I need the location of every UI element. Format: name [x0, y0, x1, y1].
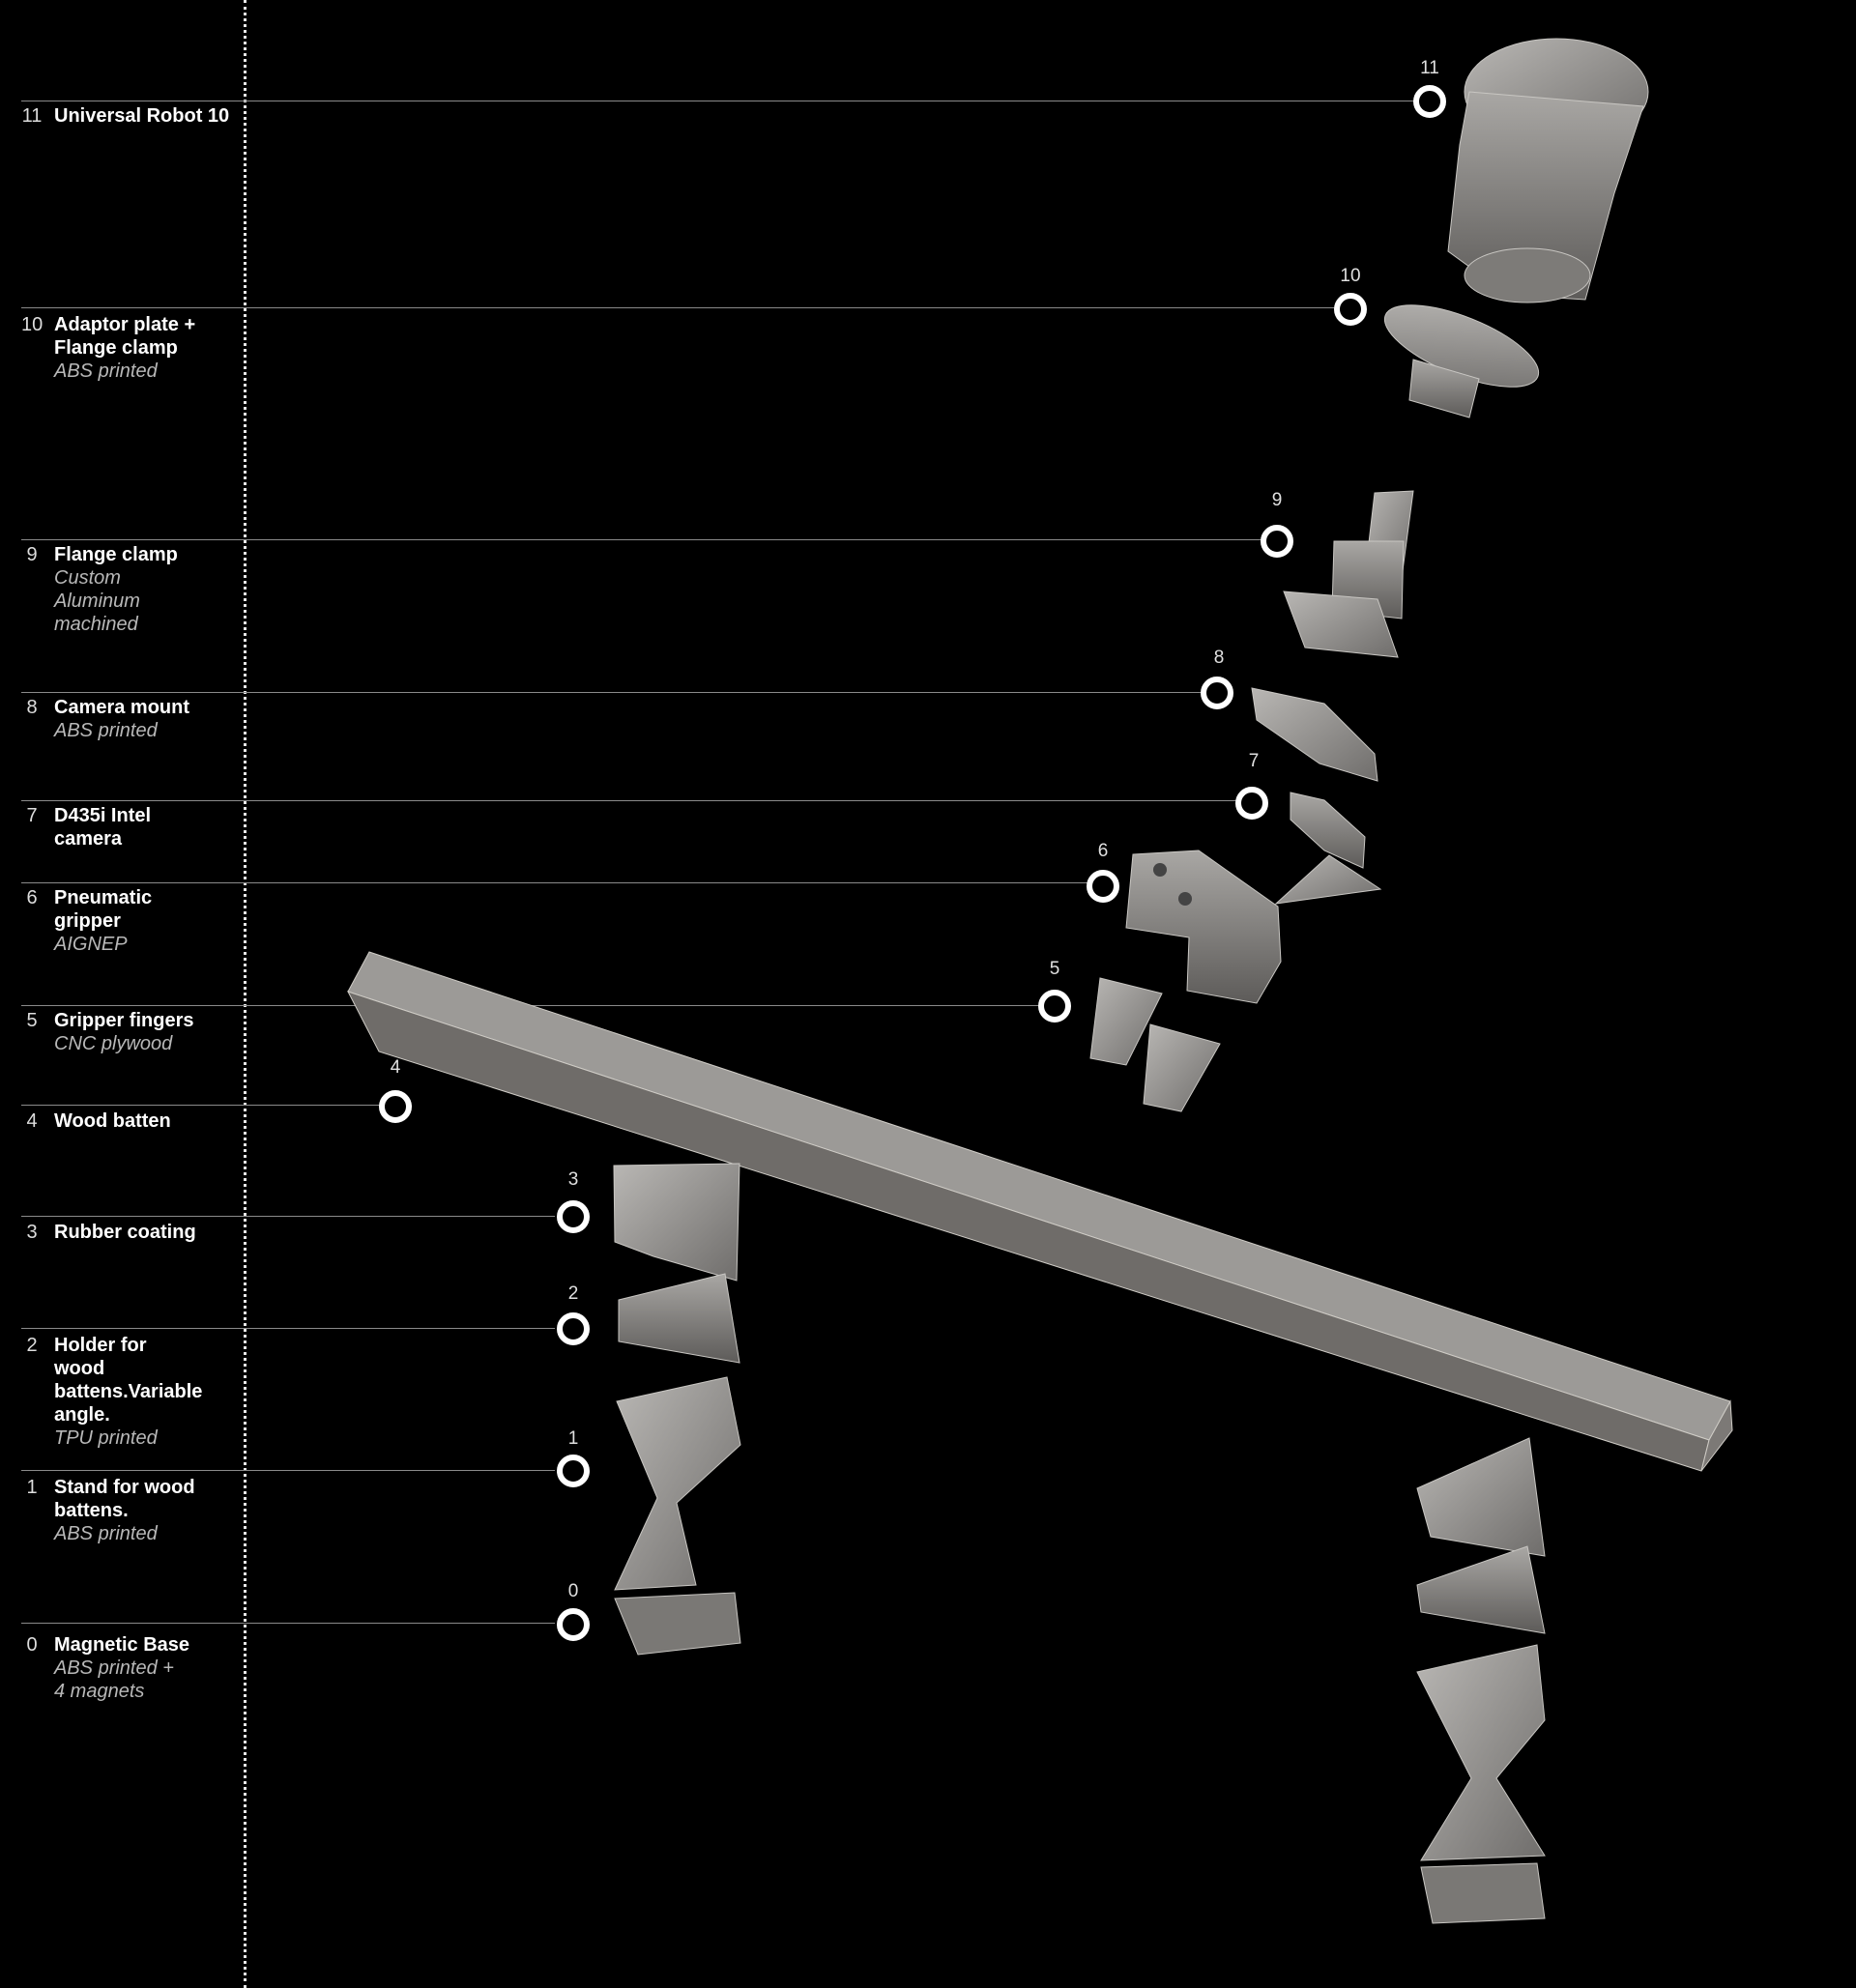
component-note: ABS printed + 4 magnets [54, 1657, 174, 1702]
component-name: Stand for wood battens. [54, 1477, 195, 1521]
marker-7 [1235, 787, 1268, 820]
leader-line-8 [21, 692, 1214, 693]
component-label-3: 3 Rubber coating [21, 1221, 244, 1244]
camera-mount-part [1251, 687, 1378, 782]
gripper-fingers-part [1089, 977, 1221, 1112]
component-note: Custom Aluminum machined [54, 567, 140, 635]
component-number: 3 [26, 1222, 38, 1243]
leader-line-4 [21, 1105, 383, 1106]
marker-number-5: 5 [1049, 959, 1060, 979]
leader-line-6 [21, 882, 1102, 883]
component-note: TPU printed [54, 1427, 158, 1449]
stand-left-part [613, 1163, 741, 1656]
component-label-11: 11 Universal Robot 10 [21, 104, 244, 128]
marker-3 [557, 1200, 590, 1233]
component-note: CNC plywood [54, 1033, 173, 1054]
marker-number-7: 7 [1248, 751, 1260, 771]
component-name: Magnetic Base [54, 1634, 190, 1656]
component-number: 11 [21, 105, 43, 127]
flange-clamp-part [1283, 490, 1414, 658]
universal-robot-part [1447, 38, 1649, 303]
leader-line-9 [21, 539, 1274, 540]
component-label-9: 9 Flange clamp Custom Aluminum machined [21, 543, 244, 636]
leader-line-10 [21, 307, 1348, 308]
component-name: Holder for wood battens.Variable angle. [54, 1335, 203, 1426]
leader-line-5 [21, 1005, 1054, 1006]
wood-batten-part [346, 951, 1733, 1472]
marker-6 [1087, 870, 1119, 903]
component-number: 7 [26, 805, 38, 826]
component-note: ABS printed [54, 1523, 158, 1544]
component-label-1: 1 Stand for wood battens. ABS printed [21, 1476, 244, 1545]
component-note: ABS printed [54, 360, 158, 382]
marker-number-0: 0 [567, 1581, 579, 1601]
component-label-2: 2 Holder for wood battens.Variable angle… [21, 1334, 244, 1450]
marker-8 [1201, 677, 1233, 709]
marker-5 [1038, 990, 1071, 1023]
marker-number-2: 2 [567, 1283, 579, 1304]
component-label-8: 8 Camera mount ABS printed [21, 696, 244, 742]
component-name: Flange clamp [54, 544, 178, 565]
marker-number-10: 10 [1340, 266, 1361, 286]
marker-4 [379, 1090, 412, 1123]
marker-number-11: 11 [1420, 58, 1439, 78]
component-label-5: 5 Gripper fingers CNC plywood [21, 1009, 244, 1055]
marker-1 [557, 1455, 590, 1487]
leader-line-0 [21, 1623, 555, 1624]
component-number: 0 [26, 1634, 38, 1656]
dotted-divider [244, 0, 246, 1988]
component-name: Rubber coating [54, 1222, 196, 1243]
component-label-10: 10 Adaptor plate + Flange clamp ABS prin… [21, 313, 244, 383]
marker-number-8: 8 [1213, 648, 1225, 668]
marker-11 [1413, 85, 1446, 118]
marker-number-4: 4 [390, 1057, 401, 1078]
component-label-0: 0 Magnetic Base ABS printed + 4 magnets [21, 1633, 244, 1703]
component-name: Gripper fingers [54, 1010, 194, 1031]
marker-10 [1334, 293, 1367, 326]
marker-0 [557, 1608, 590, 1641]
component-name: Wood batten [54, 1110, 171, 1132]
component-note: AIGNEP [54, 934, 128, 955]
pneumatic-gripper-part [1125, 850, 1282, 1004]
component-name: Universal Robot 10 [54, 105, 230, 127]
leader-line-3 [21, 1216, 555, 1217]
marker-2 [557, 1312, 590, 1345]
component-number: 1 [26, 1477, 38, 1498]
marker-number-3: 3 [567, 1169, 579, 1190]
leader-line-2 [21, 1328, 555, 1329]
component-number: 6 [26, 887, 38, 908]
d435i-camera-part [1274, 792, 1382, 905]
component-label-7: 7 D435i Intel camera [21, 804, 244, 850]
component-label-4: 4 Wood batten [21, 1109, 244, 1133]
component-note: ABS printed [54, 720, 158, 741]
leader-line-7 [21, 800, 1249, 801]
component-name: Adaptor plate + Flange clamp [54, 314, 196, 359]
component-label-6: 6 Pneumatic gripper AIGNEP [21, 886, 244, 956]
component-number: 10 [21, 314, 44, 335]
component-name: D435i Intel camera [54, 805, 152, 850]
marker-number-1: 1 [567, 1428, 579, 1449]
leader-line-1 [21, 1470, 555, 1471]
component-name: Camera mount [54, 697, 190, 718]
adaptor-plate-part [1383, 304, 1540, 418]
component-name: Pneumatic gripper [54, 887, 153, 932]
marker-number-6: 6 [1097, 841, 1109, 861]
marker-number-9: 9 [1271, 490, 1283, 510]
stand-right-part [1416, 1437, 1546, 1924]
component-number: 9 [26, 544, 38, 565]
component-number: 2 [26, 1335, 38, 1356]
marker-9 [1261, 525, 1293, 558]
component-number: 8 [26, 697, 38, 718]
component-number: 5 [26, 1010, 38, 1031]
component-number: 4 [26, 1110, 38, 1132]
